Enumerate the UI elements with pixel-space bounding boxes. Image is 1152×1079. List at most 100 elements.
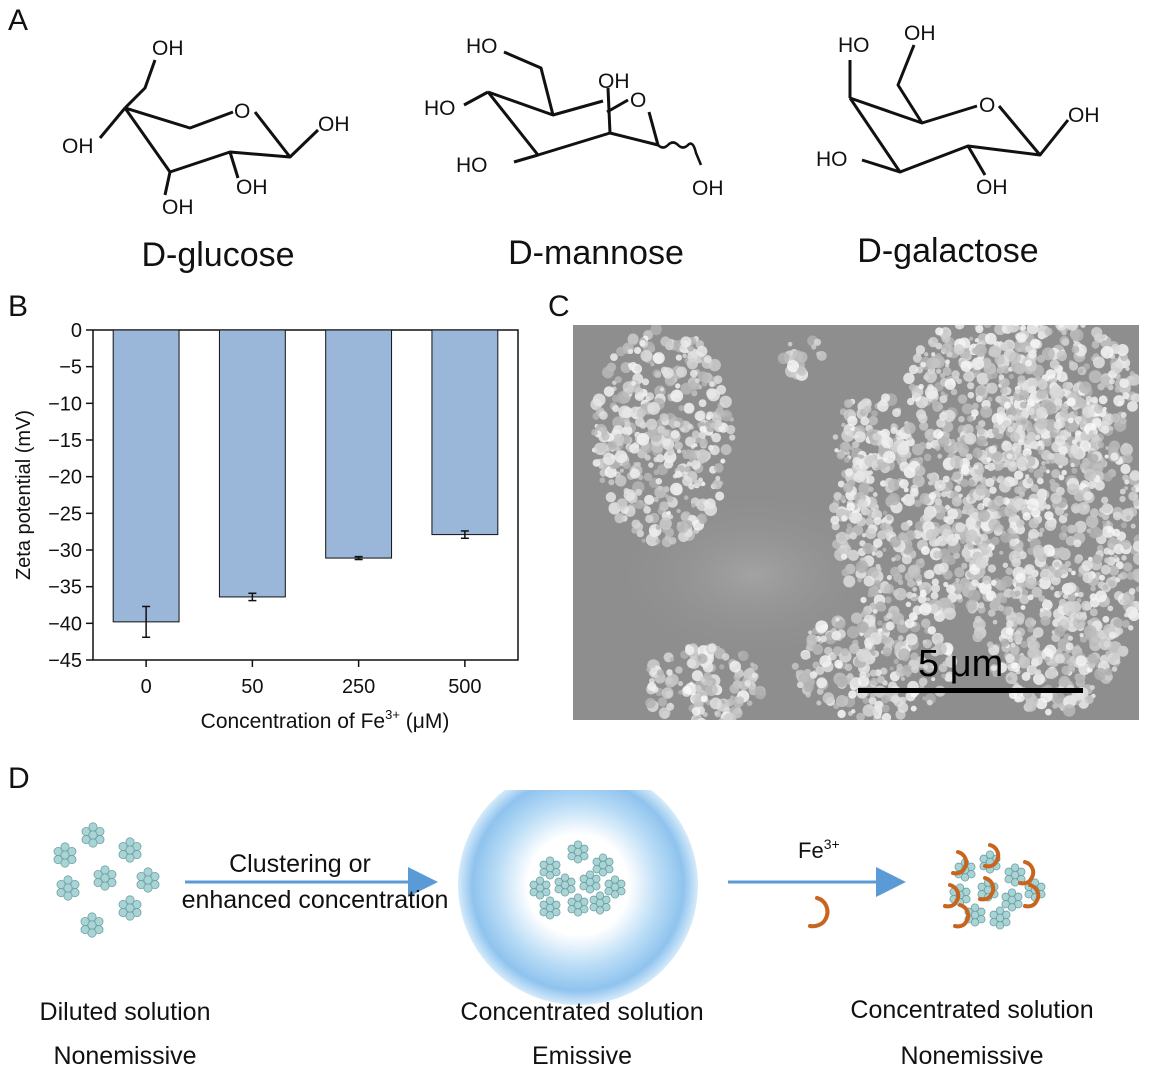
y-axis-label: Zeta potential (mV) xyxy=(13,410,35,580)
error-bar-50 xyxy=(248,592,257,602)
x-tick-label: 50 xyxy=(241,676,263,698)
glucose-oh-c2: OH xyxy=(236,176,268,199)
state1-line1: Diluted solution xyxy=(39,998,211,1026)
state3-line1: Concentrated solution xyxy=(850,996,1094,1024)
nanocluster-icon xyxy=(1001,888,1023,912)
nanocluster-icon xyxy=(93,865,117,891)
bound-fe-ion-icon xyxy=(1023,883,1041,909)
glucose-oh-c1: OH xyxy=(318,113,350,136)
x-axis-label-sup: 3+ xyxy=(385,707,400,722)
nanocluster-icon xyxy=(539,856,561,880)
arrow1-label-line1: Clustering or xyxy=(229,850,371,878)
nanocluster-icon xyxy=(589,891,611,915)
sem-texture xyxy=(590,325,1139,720)
glucose-ring-oxygen: O xyxy=(234,100,250,123)
arrow2-label-sup: 3+ xyxy=(824,836,840,852)
bar-500 xyxy=(431,329,499,536)
bar-250 xyxy=(325,329,393,559)
galactose-oh-c2: OH xyxy=(976,176,1008,199)
error-bar-250 xyxy=(354,555,363,561)
panel-label-b: B xyxy=(8,290,29,323)
state1-line2: Nonemissive xyxy=(53,1042,197,1070)
mannose-ho-ch2: HO xyxy=(466,35,498,58)
galactose-ho-c4: HO xyxy=(838,34,870,57)
mannose-ring-oxygen: O xyxy=(630,89,646,112)
galactose-ho-c3: HO xyxy=(816,148,848,171)
glucose-oh-c3: OH xyxy=(162,196,194,219)
fe-ion-icon xyxy=(808,896,830,929)
nanocluster-icon xyxy=(80,912,104,938)
nanocluster-icon xyxy=(539,896,561,920)
zeta-potential-chart: 0 −5 −10 −15 −20 −25 −30 −35 −40 −45 0 50 250 500 Ze… xyxy=(13,320,519,733)
x-axis-label-main: Concentration of Fe xyxy=(201,710,385,733)
bound-fe-ion-icon xyxy=(951,850,969,876)
y-tick-label: −40 xyxy=(48,613,82,635)
bound-fe-ion-icon xyxy=(953,903,971,929)
y-tick-label: −10 xyxy=(48,393,82,415)
panel-a-structures: OH O OH OH OH OH HO OH O HO HO OH HO OH … xyxy=(62,22,1100,219)
galactose-name: D-galactose xyxy=(857,232,1039,270)
state3-line2: Nonemissive xyxy=(900,1042,1044,1070)
x-tick-label: 500 xyxy=(448,676,481,698)
mannose-oh-c2: OH xyxy=(598,70,630,93)
x-tick-label: 250 xyxy=(342,676,375,698)
panel-label-c: C xyxy=(548,290,570,323)
nanocluster-icon xyxy=(118,895,142,921)
y-tick-label: −5 xyxy=(59,357,82,379)
glucose-structure xyxy=(98,59,320,196)
bound-fe-ion-icon xyxy=(1018,860,1036,886)
x-axis-label-unit: (μM) xyxy=(400,710,449,733)
galactose-structure xyxy=(848,44,1070,176)
glucose-name: D-glucose xyxy=(141,236,295,274)
scale-bar-label: 5 μm xyxy=(918,643,1004,685)
sem-micrograph: 5 μm xyxy=(573,325,1139,720)
x-tick-label: 0 xyxy=(141,676,152,698)
aggregation-schematic: Fe3+ xyxy=(53,790,1046,1005)
error-bar-500 xyxy=(460,530,469,540)
mannose-name: D-mannose xyxy=(508,234,684,272)
nanocluster-icon xyxy=(989,906,1011,930)
scale-bar xyxy=(858,688,1083,693)
bound-fe-ion-icon xyxy=(983,843,1001,869)
mannose-structure xyxy=(463,50,703,166)
nanocluster-icon xyxy=(579,870,601,894)
panel-label-a: A xyxy=(8,4,29,37)
galactose-oh-ch2: OH xyxy=(904,22,936,45)
y-tick-label: 0 xyxy=(71,320,82,342)
y-tick-label: −20 xyxy=(48,467,82,489)
galactose-oh-c1: OH xyxy=(1068,104,1100,127)
y-tick-label: −45 xyxy=(48,650,82,672)
panel-label-d: D xyxy=(8,762,30,795)
glucose-ch2oh-label: OH xyxy=(152,37,184,60)
mannose-oh-c1: OH xyxy=(692,177,724,200)
nanocluster-icon xyxy=(53,842,77,868)
arrow1-label-line2: enhanced concentration xyxy=(181,886,449,914)
arrow2-label: Fe3+ xyxy=(798,836,840,863)
bound-fe-ion-icon xyxy=(978,876,996,902)
nanocluster-icon xyxy=(567,893,589,917)
state2-line2: Emissive xyxy=(531,1042,632,1070)
bar-50 xyxy=(218,329,286,598)
y-tick-label: −25 xyxy=(48,503,82,525)
error-bar-0 xyxy=(142,605,151,639)
mannose-ho-c3: HO xyxy=(456,154,488,177)
glucose-oh-c4: OH xyxy=(62,135,94,158)
nanocluster-icon xyxy=(1004,863,1026,887)
bar-0 xyxy=(112,329,180,623)
plot-frame xyxy=(92,329,519,661)
nanocluster-icon xyxy=(529,876,551,900)
nanocluster-icon xyxy=(592,853,614,877)
nanocluster-icon xyxy=(136,867,160,893)
nanocluster-icon xyxy=(604,875,626,899)
x-axis-label: Concentration of Fe3+ (μM) xyxy=(201,707,450,733)
nanocluster-icon xyxy=(118,837,142,863)
state2-line1: Concentrated solution xyxy=(460,998,704,1026)
y-tick-label: −15 xyxy=(48,430,82,452)
y-tick-label: −35 xyxy=(48,577,82,599)
nanocluster-icon xyxy=(81,822,105,848)
mannose-ho-c4: HO xyxy=(424,97,456,120)
y-tick-label: −30 xyxy=(48,540,82,562)
nanocluster-icon xyxy=(554,873,576,897)
galactose-ring-oxygen: O xyxy=(979,94,995,117)
nanocluster-icon xyxy=(567,840,589,864)
